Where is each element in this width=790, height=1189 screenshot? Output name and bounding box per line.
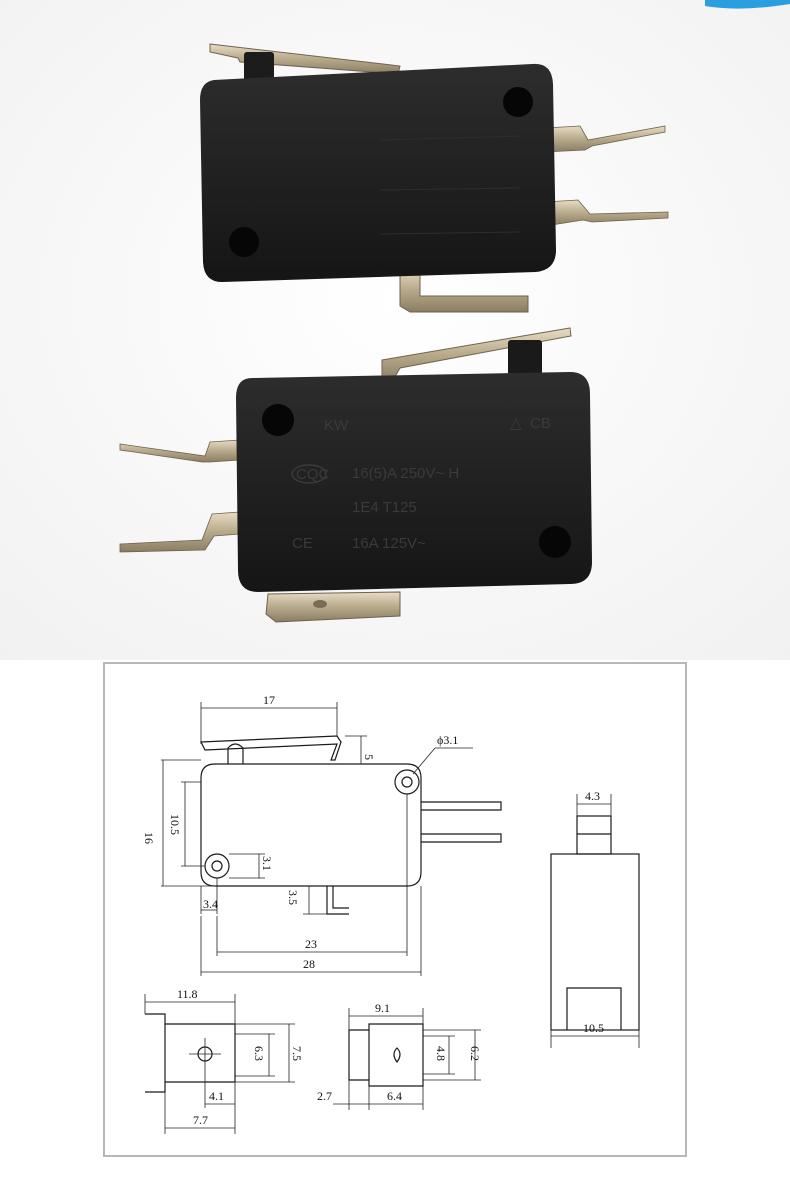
dim-hole-diameter: ϕ3.1 — [437, 733, 458, 747]
dim-terminal-a-hole: 4.1 — [209, 1089, 224, 1103]
dim-terminal-offset: 3.5 — [286, 890, 300, 905]
dim-terminal-b-inner: 4.8 — [434, 1046, 448, 1061]
dim-terminal-b-width: 9.1 — [375, 1001, 390, 1015]
switch-top — [200, 43, 669, 313]
cert-triangle-mark: △ — [510, 415, 522, 432]
dim-terminal-a-width: 11.8 — [177, 987, 198, 1001]
switch-bottom: KW CB △ CQC 16(5)A 250V~ H 1E4 T125 CE 1… — [119, 327, 592, 623]
end-view: 4.3 10.5 — [550, 789, 640, 1048]
dim-terminal-a-bottom: 7.7 — [193, 1113, 208, 1127]
dim-hole-offset: 3.1 — [260, 856, 274, 871]
marking-ce: CE — [292, 535, 313, 552]
side-view: 17 5 ϕ3.1 16 10.5 3.1 — [142, 693, 502, 976]
marking-cert-left: CQC — [296, 466, 330, 483]
terminal-a-view: 11.8 6.3 7.5 4.1 7.7 — [144, 987, 304, 1134]
dim-actuator-height: 5 — [362, 754, 376, 760]
dim-actuator-length: 17 — [263, 693, 275, 707]
dim-hole-pitch: 23 — [305, 937, 317, 951]
terminal-b-view: 9.1 4.8 6.2 2.7 6.4 — [317, 1001, 482, 1110]
dim-terminal-a-outer: 7.5 — [290, 1046, 304, 1061]
dim-height-inner: 10.5 — [168, 814, 182, 835]
marking-cert-right: CB — [530, 415, 551, 432]
dim-hole-x: 3.4 — [203, 897, 218, 911]
dim-body-width: 10.5 — [583, 1021, 604, 1035]
dim-terminal-a-inner: 6.3 — [252, 1046, 266, 1061]
dim-length: 28 — [303, 957, 315, 971]
marking-rating-2: 1E4 T125 — [352, 499, 417, 516]
marking-rating-1: 16(5)A 250V~ H — [352, 465, 459, 482]
dim-plunger-width: 4.3 — [585, 789, 600, 803]
marking-rating-3: 16A 125V~ — [352, 535, 426, 552]
dim-terminal-b-bottom: 6.4 — [387, 1089, 402, 1103]
dim-terminal-b-outer: 6.2 — [468, 1046, 482, 1061]
dim-height-total: 16 — [142, 832, 156, 844]
product-photo: KW CB △ CQC 16(5)A 250V~ H 1E4 T125 CE 1… — [0, 0, 790, 660]
corner-accent — [705, 0, 790, 9]
dim-terminal-b-left: 2.7 — [317, 1089, 332, 1103]
marking-brand: KW — [324, 417, 349, 434]
dimension-drawing: 17 5 ϕ3.1 16 10.5 3.1 — [103, 662, 687, 1157]
